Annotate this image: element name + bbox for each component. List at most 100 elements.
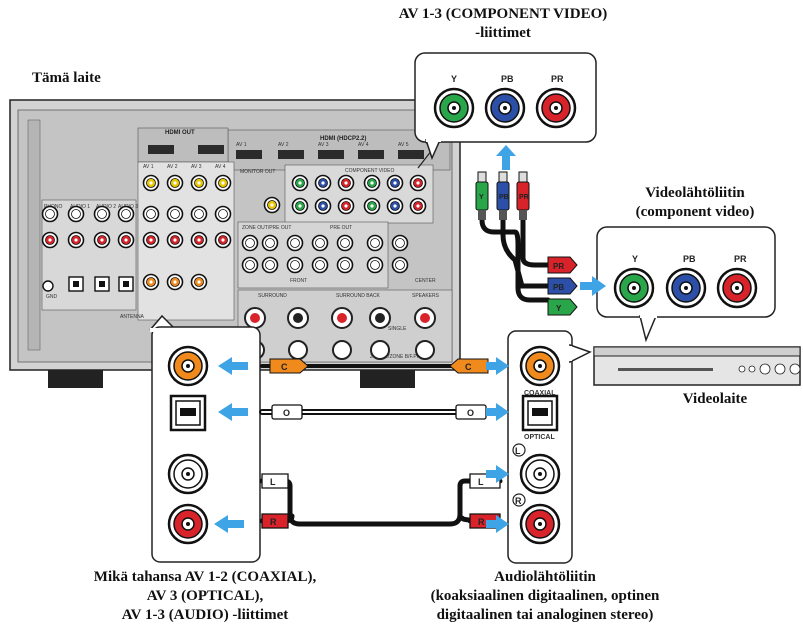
video-pb-jack — [665, 267, 707, 309]
speaker-terminals — [244, 307, 436, 360]
right-plug-right-label: R — [478, 517, 485, 527]
audio-output-caption-line3: digitaalinen tai analoginen stereo) — [436, 607, 654, 623]
component-y-jack — [433, 87, 475, 129]
blue-arrow — [218, 357, 248, 375]
source-output-callout: COAXIAL OPTICAL L R — [507, 330, 592, 564]
monitor-out-text: MONITOR OUT — [240, 169, 275, 175]
av3-column-text: AV 3 — [191, 164, 202, 170]
callout-jacks — [167, 345, 561, 545]
blue-arrow-up — [496, 145, 516, 170]
video-y-jack — [613, 267, 655, 309]
component-plugs-right: PR PB Y — [547, 256, 578, 316]
video-output-title-line2: (component video) — [635, 204, 755, 220]
zone2-text: ZONE 2/ZONE B/F.PR — [370, 354, 421, 360]
component-pb-label: PB — [501, 74, 514, 84]
video-pr-label: PR — [734, 254, 747, 264]
blue-arrow — [214, 515, 244, 533]
surround-text: SURROUND — [258, 293, 287, 299]
receiver-input-callout — [149, 314, 261, 563]
hdmi-av5-text: AV 5 — [398, 142, 409, 148]
component-input-callout: Y PB PR — [414, 52, 597, 169]
blue-arrow-right — [486, 403, 509, 421]
plug-y-right-label: Y — [556, 304, 562, 313]
blue-arrow-right — [580, 276, 606, 296]
hdmi-av4-text: AV 4 — [358, 142, 369, 148]
gnd-text: GND — [46, 294, 58, 300]
component-cable-y — [479, 217, 551, 303]
optical-label: OPTICAL — [524, 434, 555, 441]
device-title: Tämä laite — [32, 70, 101, 86]
panel-rca-jacks — [41, 174, 427, 292]
gnd-screw — [42, 280, 54, 292]
component-pb-jack — [484, 87, 526, 129]
hdmi-hdcp-text: HDMI (HDCP2.2) — [320, 136, 366, 142]
inputs-caption-line3: AV 1-3 (AUDIO) -liittimet — [121, 607, 289, 623]
optical-plug-left-label: O — [283, 408, 290, 418]
receiver-rear-panel: HDMI OUT HDMI (HDCP2.2) AV 1 AV 2 AV 3 A… — [9, 99, 461, 388]
component-title-line1: AV 1-3 (COMPONENT VIDEO) — [398, 6, 608, 22]
speakers-text: SPEAKERS — [412, 293, 440, 299]
optical-plug-right-label: O — [467, 408, 474, 418]
right-plug-label: R — [270, 517, 277, 527]
hdmi-out-text: HDMI OUT — [165, 130, 195, 136]
receiver-optical-jack — [169, 394, 207, 432]
antenna-text: ANTENNA — [120, 314, 145, 320]
receiver-foot — [48, 370, 103, 388]
signal-arrows — [214, 145, 606, 533]
video-output-title-line1: Videolähtöliitin — [645, 185, 745, 201]
left-jack-label: L — [515, 446, 521, 456]
pre-out-text: PRE OUT — [330, 225, 352, 231]
receiver-foot — [360, 370, 415, 388]
single-text: SINGLE — [388, 326, 407, 332]
audio-plugs: C C O O L L R R — [261, 358, 501, 529]
component-pr-label: PR — [551, 74, 564, 84]
blue-arrow-right — [486, 465, 509, 483]
blue-arrow-right — [486, 357, 509, 375]
source-audio-left-jack — [519, 453, 561, 495]
receiver-audio-left-jack — [167, 453, 209, 495]
left-plug-right-label: L — [478, 477, 484, 487]
blue-arrow-right — [486, 515, 509, 533]
coaxial-label: COAXIAL — [524, 390, 556, 397]
center-text: CENTER — [415, 278, 436, 284]
zone-out-text: ZONE OUT/PRE OUT — [242, 225, 291, 231]
source-optical-jack — [521, 394, 559, 432]
component-cable-pb — [500, 217, 551, 289]
inputs-caption-line2: AV 3 (OPTICAL), — [146, 588, 264, 604]
plug-pb-right-label: PB — [553, 283, 564, 292]
hdmi-av3-text: AV 3 — [318, 142, 329, 148]
receiver-audio-right-jack — [167, 503, 209, 545]
video-device — [593, 346, 801, 386]
av1-column-text: AV 1 — [143, 164, 154, 170]
plug-pr-label: PR — [519, 194, 529, 201]
coax-plug-left-label: C — [281, 362, 288, 372]
component-cable-pr — [520, 217, 551, 268]
component-title-line2: -liittimet — [475, 25, 531, 41]
video-y-label: Y — [632, 254, 638, 264]
plug-y-label: Y — [479, 194, 484, 201]
audio-output-caption-line1: Audiolähtöliitin — [494, 569, 596, 585]
component-y-label: Y — [451, 74, 457, 84]
hdmi-av2-text: AV 2 — [278, 142, 289, 148]
left-plug-label: L — [270, 477, 276, 487]
surround-back-text: SURROUND BACK — [336, 293, 381, 299]
source-coaxial-jack — [519, 345, 561, 387]
coax-plug-right-label: C — [465, 362, 472, 372]
audio-output-caption-line2: (koaksiaalinen digitaalinen, optinen — [430, 588, 660, 604]
video-output-callout: Y PB PR — [596, 226, 776, 343]
component-pr-jack — [535, 87, 577, 129]
right-jack-label: R — [515, 496, 522, 506]
hdmi-ports — [148, 145, 424, 159]
analog-left-cable — [259, 478, 503, 527]
video-pb-label: PB — [683, 254, 696, 264]
blue-arrow — [218, 403, 248, 421]
hdmi-av1-text: AV 1 — [236, 142, 247, 148]
av2-column-text: AV 2 — [167, 164, 178, 170]
plug-pr-right-label: PR — [553, 262, 564, 271]
plug-pb-label: PB — [499, 194, 509, 201]
inputs-caption-line1: Mikä tahansa AV 1-2 (COAXIAL), — [93, 569, 317, 585]
video-device-label: Videolaite — [682, 391, 748, 407]
av4-column-text: AV 4 — [215, 164, 226, 170]
